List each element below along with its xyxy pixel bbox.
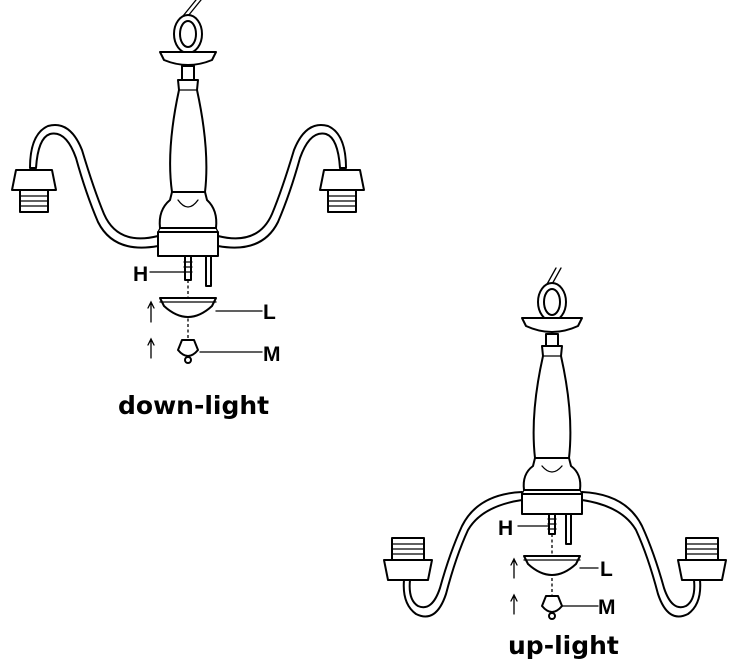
left-socket-cup [383, 559, 433, 581]
cup-l [159, 297, 217, 318]
finial-m [541, 595, 563, 613]
base-lip [520, 489, 584, 495]
up-arrow-2 [147, 337, 155, 359]
body-bulb [522, 457, 582, 491]
finial-tip [184, 356, 192, 364]
body-bulb [158, 191, 218, 229]
central-column [532, 345, 572, 459]
label-h: H [498, 517, 513, 540]
caption-down-light: down-light [118, 391, 269, 420]
bulb-detail [177, 199, 199, 208]
up-light-figure: H L M up-light [383, 267, 727, 660]
up-arrow-1 [510, 557, 518, 579]
nipple-threads [547, 518, 557, 530]
right-socket-cup [319, 169, 365, 191]
canopy-neck [181, 65, 195, 81]
base-box [157, 231, 219, 257]
pull-switch [565, 513, 572, 545]
caption-up-light: up-light [508, 631, 619, 660]
hanging-loop-inner [543, 288, 561, 316]
left-thread-lines [391, 543, 425, 555]
left-thread-lines [19, 195, 49, 207]
label-m: M [263, 343, 281, 366]
nipple-threads [183, 261, 193, 273]
right-arm [217, 124, 347, 249]
canopy [521, 317, 583, 333]
base-lip [156, 227, 220, 233]
label-h: H [133, 263, 148, 286]
hanging-wire [182, 0, 202, 17]
central-column [169, 79, 208, 193]
finial-tip [548, 612, 556, 620]
right-thread-lines [327, 195, 357, 207]
pull-switch [205, 255, 212, 287]
finial-m [177, 339, 199, 357]
threaded-nipple-h [184, 255, 192, 281]
canopy-neck [545, 333, 559, 347]
base-box [521, 493, 583, 515]
canopy [159, 51, 217, 66]
left-socket-cup [11, 169, 57, 191]
label-l: L [263, 301, 276, 324]
bulb-detail [541, 465, 563, 473]
right-socket-cup [677, 559, 727, 581]
right-thread-lines [685, 543, 719, 555]
label-m: M [598, 596, 616, 619]
down-light-figure: H L M down-light [11, 0, 365, 420]
hanging-loop-inner [179, 20, 197, 48]
left-arm [29, 124, 159, 249]
up-arrow-1 [147, 300, 155, 323]
cup-l [523, 555, 581, 576]
up-arrow-2 [510, 593, 518, 615]
label-l: L [600, 558, 613, 581]
